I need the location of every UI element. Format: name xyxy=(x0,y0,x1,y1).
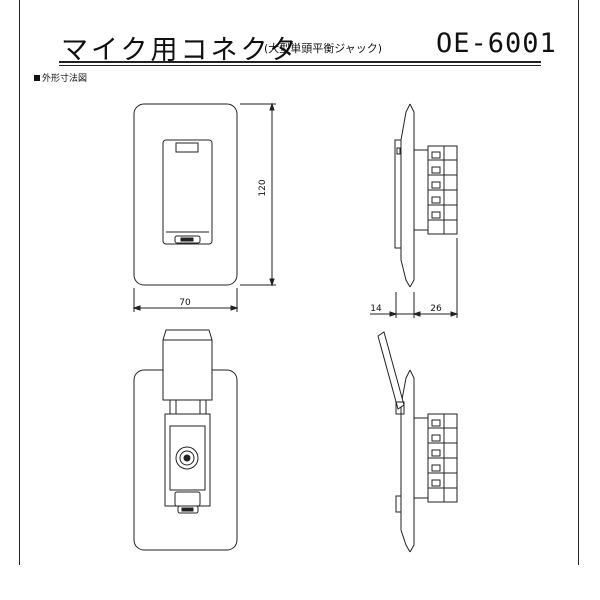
plate-profile-front xyxy=(400,103,411,288)
model-number: OE-6001 xyxy=(436,28,557,59)
release-latch xyxy=(174,491,201,507)
plate-profile-back xyxy=(409,103,415,288)
depth-back-label: 26 xyxy=(430,304,442,314)
plate-profile-front-open xyxy=(400,369,411,553)
body-flange xyxy=(413,149,429,231)
latch-profile xyxy=(395,495,402,513)
cover-flap xyxy=(162,139,213,245)
open-hinge-profile xyxy=(395,401,405,415)
terminal-screw-4 xyxy=(431,196,441,204)
height-dimension xyxy=(240,102,276,287)
width-dimension xyxy=(132,288,239,312)
terminal-screw-2 xyxy=(431,166,441,174)
product-title: マイク用コネクタ xyxy=(61,35,300,66)
height-dimension-label: 120 xyxy=(258,179,268,196)
terminal-screw-open-4 xyxy=(431,464,441,472)
hinge-bracket xyxy=(169,399,207,415)
terminal-screw-3 xyxy=(431,181,441,189)
jack-socket-outer xyxy=(175,446,199,470)
jack-face xyxy=(169,425,206,491)
cover-profile xyxy=(394,139,402,249)
frame-left-border xyxy=(19,0,20,565)
width-dim-arrows xyxy=(132,305,239,311)
push-latch-label xyxy=(180,237,194,242)
header-rule-thin xyxy=(59,65,541,66)
terminal-screw-open-1 xyxy=(431,419,441,427)
jack-socket-hole xyxy=(183,454,191,462)
jack-socket-inner xyxy=(179,450,195,466)
terminal-screw-1 xyxy=(431,151,441,159)
document-header: マイク用コネクタ (大型単頭平衡ジャック) OE-6001 xyxy=(59,26,556,66)
push-latch xyxy=(174,235,201,244)
cover-hinge xyxy=(396,147,401,155)
frame-right-border xyxy=(578,0,579,565)
terminal-screw-open-2 xyxy=(431,434,441,442)
height-dim-arrows xyxy=(269,102,275,287)
terminal-screw-5 xyxy=(431,211,441,219)
front-view-open xyxy=(133,329,238,551)
release-push-label xyxy=(181,507,194,512)
terminal-screw-open-5 xyxy=(431,479,441,487)
section-label: 外形寸法図 xyxy=(34,71,87,84)
section-label-text: 外形寸法図 xyxy=(42,74,88,84)
depth-dimension xyxy=(370,238,459,318)
flap-tab xyxy=(175,142,199,153)
wall-plate-outline xyxy=(133,103,238,286)
plate-profile-back-open xyxy=(409,369,415,553)
header-rule-thick xyxy=(59,61,541,63)
open-cover-profile xyxy=(377,331,405,410)
depth-dim-arrows xyxy=(389,311,459,317)
depth-front-label: 14 xyxy=(370,304,382,314)
side-view-open xyxy=(377,331,458,553)
product-subtitle: (大型単頭平衡ジャック) xyxy=(264,42,383,55)
terminal-screw-open-3 xyxy=(431,449,441,457)
square-bullet-icon xyxy=(34,75,40,81)
release-push xyxy=(177,505,199,514)
body-flange-open xyxy=(413,417,429,499)
front-view-closed xyxy=(133,103,238,286)
side-view-closed xyxy=(394,103,458,288)
width-dimension-label: 70 xyxy=(179,298,191,308)
